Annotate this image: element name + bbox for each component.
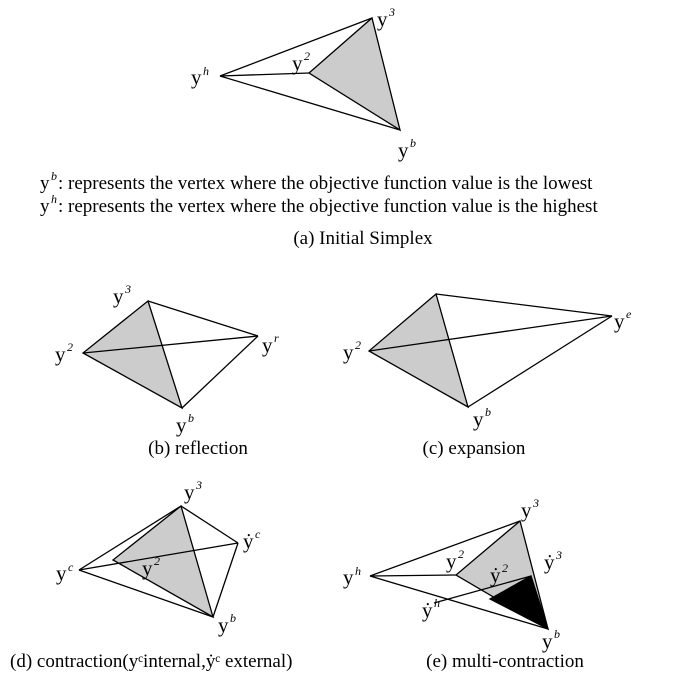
panel-c-expansion: y 2 y e y b (c) expansion [343, 292, 632, 459]
panel-e-label-y3-sup: 3 [532, 496, 539, 510]
panel-d-label-y2-sup: 2 [154, 554, 160, 568]
panel-c-shaded-triangle [367, 292, 470, 409]
panel-a-shaded-triangle [307, 16, 402, 132]
panel-e-label-y3p: ẏ [544, 550, 555, 574]
panel-b-reflection: y 3 y 2 y r y b (b) reflection [55, 282, 279, 459]
panel-c-edge-y2-ye [368, 315, 613, 352]
panel-d-label-yb: y [218, 613, 229, 637]
panel-a-label-y2: y [292, 51, 303, 75]
panel-c-label-y2: y [343, 340, 354, 364]
panel-e-label-yb: y [542, 629, 553, 653]
panel-b-edge-yb-yr [181, 335, 259, 409]
panel-e-caption: (e) multi-contraction [426, 651, 584, 672]
panel-e-label-yhp-sup: h [434, 596, 440, 610]
panel-c-edge-y3-ye [435, 293, 613, 317]
panel-d-label-yc-sup: c [68, 560, 74, 574]
panel-a-caption: (a) Initial Simplex [293, 228, 433, 249]
panel-e-label-yh: y [343, 565, 354, 589]
panel-d-label-ycp: ẏ [243, 529, 254, 553]
panel-a-label-y2-sup: 2 [304, 49, 310, 63]
panel-a-note-yh-sym: y [40, 196, 50, 217]
panel-d-edge-yb-ycp [212, 542, 239, 618]
panel-e-label-y3: y [521, 498, 532, 522]
panel-c-label-yb-sup: b [485, 405, 491, 419]
panel-a-label-y3: y [377, 7, 388, 31]
panel-e-edge-yh-yb [369, 575, 549, 630]
panel-d-shaded-triangle [111, 504, 215, 619]
panel-d-label-yc: y [56, 561, 67, 585]
panel-e-black-triangle [488, 575, 550, 631]
panel-c-edge-yb-ye [467, 315, 613, 408]
panel-a-note-yb-sup: b [51, 169, 57, 183]
panel-a-initial-simplex: y 3 y 2 y h y b y b : represents the ver… [40, 5, 598, 249]
panel-a-note-yh-sup: h [51, 192, 57, 206]
panel-b-label-yr: y [262, 333, 273, 357]
panel-b-label-y2: y [55, 342, 66, 366]
panel-e-label-y3p-sup: 3 [555, 548, 562, 562]
panel-b-label-yb: y [176, 413, 187, 437]
panel-d-label-yb-sup: b [230, 611, 236, 625]
panel-e-label-y2-sup: 2 [458, 547, 464, 561]
panel-a-note-yb-text: : represents the vertex where the object… [58, 173, 593, 194]
panel-b-edge-y3-yr [147, 300, 259, 337]
panel-e-label-y2p: ẏ [490, 563, 501, 587]
panel-b-label-y3: y [113, 284, 124, 308]
panel-c-label-ye-sup: e [626, 307, 632, 321]
panel-b-label-yr-sup: r [274, 331, 279, 345]
panel-a-label-yh-sup: h [203, 64, 209, 78]
panel-d-edge-yc-ycp [78, 542, 239, 571]
panel-d-label-ycp-sup: c [255, 527, 261, 541]
panel-d-label-y2: y [142, 556, 153, 580]
panel-d-caption: (d) contraction(yᶜinternal,ẏᶜ external) [10, 651, 292, 672]
panel-b-caption: (b) reflection [148, 438, 248, 459]
panel-d-edge-y3-ycp [180, 505, 239, 544]
panel-d-contraction: y 3 y 2 y c ẏ c y b (d) contraction(yᶜin… [10, 478, 292, 672]
panel-b-label-yb-sup: b [188, 411, 194, 425]
panel-c-label-y2-sup: 2 [355, 338, 361, 352]
panel-d-edge-yc-y3 [78, 505, 182, 571]
panel-a-label-yb: y [398, 138, 409, 162]
panel-e-edge-yh-y3 [369, 520, 521, 577]
panel-e-label-y2p-sup: 2 [502, 561, 508, 575]
panel-e-multi-contraction: y h y 2 y 3 ẏ 2 ẏ 3 ẏ h y b (e) multi-co… [343, 496, 584, 672]
panel-d-label-y3: y [184, 480, 195, 504]
panel-a-label-yh: y [191, 65, 202, 89]
panel-e-edge-yhp-y3p [433, 575, 532, 604]
panel-d-label-y3-sup: 3 [195, 478, 202, 492]
panel-a-edge-yh-yb [219, 75, 401, 131]
panel-d-edge-yc-yb [78, 569, 214, 618]
panel-a-edge-yh-y2 [219, 72, 310, 77]
panel-c-label-yb: y [473, 407, 484, 431]
panel-b-edge-y2-yr [82, 335, 259, 354]
panel-b-label-y2-sup: 2 [67, 340, 73, 354]
panel-b-label-y3-sup: 3 [124, 282, 131, 296]
panel-e-label-y2: y [446, 549, 457, 573]
panel-a-label-yb-sup: b [410, 136, 416, 150]
panel-a-note-yb-sym: y [40, 173, 50, 194]
panel-e-label-yh-sup: h [355, 564, 361, 578]
panel-b-shaded-triangle [81, 299, 184, 410]
panel-c-label-ye: y [614, 309, 625, 333]
panel-a-label-y3-sup: 3 [388, 5, 395, 19]
panel-e-edge-yh-y2 [369, 574, 457, 577]
panel-a-note-yh-text: : represents the vertex where the object… [58, 196, 598, 217]
panel-c-caption: (c) expansion [423, 438, 526, 459]
panel-e-label-yb-sup: b [554, 627, 560, 641]
panel-a-edge-yh-y3 [219, 17, 373, 77]
panel-e-label-yhp: ẏ [422, 598, 433, 622]
